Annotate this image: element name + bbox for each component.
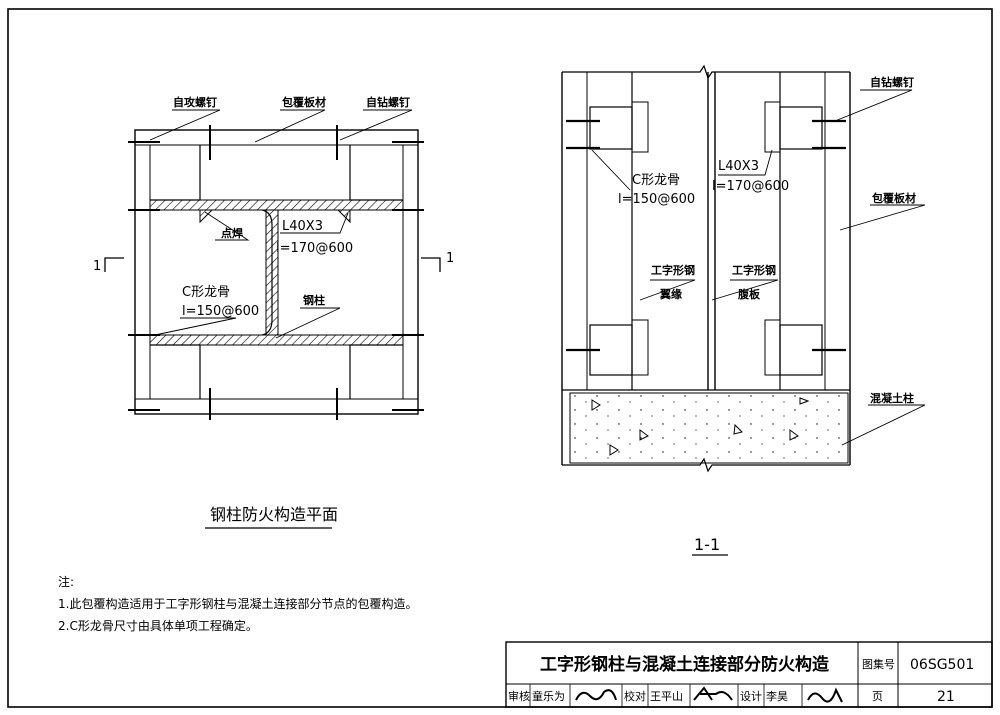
c-keel-bottom-left <box>150 344 201 399</box>
design-label: 设计 <box>740 690 762 703</box>
signatures <box>575 686 843 703</box>
label-self-tapping-screw: 自攻螺钉 <box>173 95 217 109</box>
plan-view <box>104 109 441 529</box>
label-steel-column: 钢柱 <box>303 293 325 307</box>
c-keel-top-left <box>150 145 201 201</box>
check-label: 校对 <box>624 689 646 703</box>
sec-label-flange-1: 工字形钢 <box>651 263 695 277</box>
plan-screws <box>128 125 424 420</box>
atlas-number: 06SG501 <box>910 657 974 673</box>
leader-sec-angle <box>718 149 773 176</box>
i-beam-bottom-flange <box>149 334 404 346</box>
c-keel-upper-right <box>779 106 823 150</box>
review-label: 审核 <box>508 689 530 703</box>
sec-label-concrete: 混凝土柱 <box>870 391 914 405</box>
label-spot-weld: 点焊 <box>221 226 243 240</box>
leader-sec-flange <box>639 279 696 301</box>
review-signature <box>575 689 617 701</box>
sec-label-web-1: 工字形钢 <box>732 263 776 277</box>
i-beam-web <box>265 209 279 336</box>
sec-label-angle: L40X3 <box>718 159 759 174</box>
section-mark-right <box>421 257 441 272</box>
cladding-outline <box>134 129 419 415</box>
sheet-border <box>7 8 993 708</box>
section-screws <box>566 119 846 352</box>
design-name: 李昊 <box>766 689 788 703</box>
note-item-1: 1.此包覆构造适用于工字形钢柱与混凝土连接部分节点的包覆构造。 <box>58 596 417 611</box>
sec-label-c-keel-spacing: l=150@600 <box>618 192 695 207</box>
review-name: 童乐为 <box>532 689 565 703</box>
leader-steel-column <box>275 307 341 339</box>
leader-sec-screw <box>834 89 913 122</box>
sec-label-web-2: 腹板 <box>738 287 761 301</box>
c-keel-top-right <box>349 145 403 201</box>
section-mark-left <box>104 257 124 272</box>
c-keel-bottom-right <box>349 344 403 399</box>
check-signature <box>693 686 733 701</box>
leader-sec-cladding <box>839 204 926 231</box>
label-self-drilling-screw: 自钻螺钉 <box>366 95 410 109</box>
title-block <box>505 641 993 708</box>
leader-sec-web <box>711 279 779 301</box>
page-label: 页 <box>872 690 883 703</box>
concrete-column <box>569 392 849 464</box>
leader-sec-concrete <box>841 404 926 446</box>
label-cladding-board: 包覆板材 <box>281 95 326 109</box>
leader-self-tapping <box>149 109 221 141</box>
angle-lower-right <box>764 319 781 376</box>
sec-label-c-keel: C形龙骨 <box>632 173 680 188</box>
atlas-label: 图集号 <box>862 657 895 671</box>
angle-upper-left <box>631 101 649 153</box>
section-number-left: 1 <box>93 259 101 274</box>
note-item-2: 2.C形龙骨尺寸由具体单项工程确定。 <box>58 618 258 633</box>
label-c-keel-spacing: l=150@600 <box>182 304 259 319</box>
leader-spot-weld <box>204 211 250 241</box>
label-c-keel: C形龙骨 <box>182 285 230 300</box>
leader-sec-c-keel <box>591 149 631 191</box>
notes-heading: 注: <box>58 574 74 589</box>
page-number: 21 <box>937 689 955 705</box>
leader-cladding <box>254 109 326 143</box>
plan-caption: 钢柱防火构造平面 <box>210 505 338 524</box>
section-caption: 1-1 <box>694 535 720 554</box>
leader-c-keel <box>154 317 237 336</box>
sec-label-self-drilling-screw: 自钻螺钉 <box>870 75 914 89</box>
section-view <box>561 64 926 556</box>
check-name: 王平山 <box>650 690 683 703</box>
angle-lower-left <box>631 319 649 376</box>
label-angle: L40X3 <box>282 219 323 234</box>
c-keel-upper-left <box>589 106 633 150</box>
drawing-title: 工字形钢柱与混凝土连接部分防火构造 <box>540 654 830 675</box>
angle-upper-right <box>764 101 781 153</box>
i-beam-top-flange <box>149 199 404 211</box>
leader-self-drilling <box>339 109 413 141</box>
leader-angle <box>280 212 349 234</box>
sec-label-cladding-board: 包覆板材 <box>871 191 916 205</box>
sec-label-angle-spacing: l=170@600 <box>712 179 789 194</box>
sec-label-flange-2: 翼缘 <box>659 287 682 301</box>
section-number-right: 1 <box>446 251 454 266</box>
label-angle-spacing: l=170@600 <box>276 241 353 256</box>
design-signature <box>807 687 843 703</box>
